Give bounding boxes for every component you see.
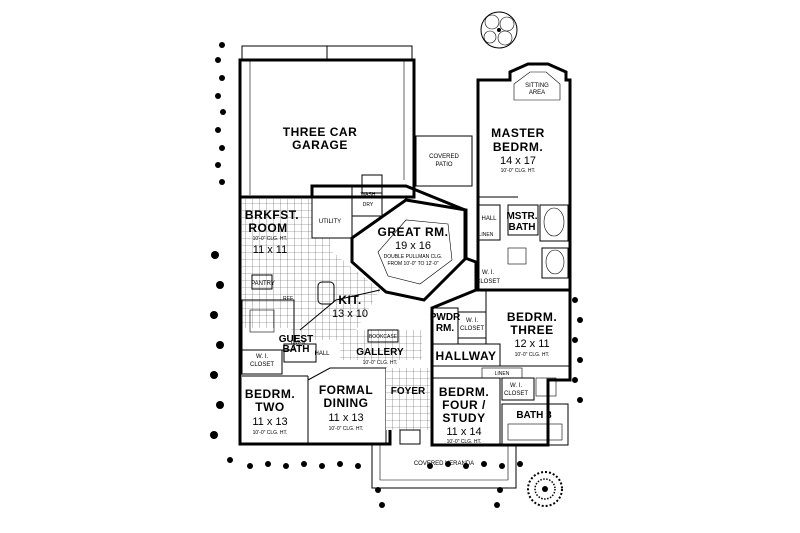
utility-label: UTILITY	[319, 219, 341, 225]
gallery: GALLERY 10'-0" CLG. HT. BOOKCASE	[340, 329, 422, 366]
great-room: GREAT RM. 19 x 16 DOUBLE PULLMAN CLG. FR…	[350, 198, 468, 302]
hall-left-label: HALL	[314, 351, 330, 357]
tree-icon	[480, 11, 518, 49]
oven-label: OVEN	[291, 340, 306, 346]
brkfst-ceiling: 10'-0" CLG. HT.	[253, 236, 288, 242]
kit-size: 13 x 10	[332, 308, 368, 320]
bedrm-two-ceiling: 10'-0" CLG. HT.	[253, 430, 288, 436]
bedrm-four-label-1: BEDRM.	[439, 385, 489, 399]
guest-wing: GUEST BATH HALL W. I. CLOSET	[241, 299, 330, 375]
wi-closet-mid-label-2: CLOSET	[460, 326, 484, 332]
sitting-label-1: SITTING	[525, 83, 549, 89]
bedrm-two-label-2: TWO	[255, 400, 285, 414]
formal-dining: FORMAL DINING 11 x 13 10'-0" CLG. HT.	[307, 367, 387, 445]
wi-closet-master-label-1: W. I.	[482, 270, 494, 276]
patio-label-2: PATIO	[435, 162, 452, 168]
mstr-bath-label-1: MSTR.	[506, 211, 537, 222]
garage-label-1: THREE CAR	[283, 125, 358, 139]
brkfst-label-2: ROOM	[248, 221, 287, 235]
kit-label: KIT.	[338, 293, 361, 307]
bookcase-label: BOOKCASE	[369, 334, 398, 340]
master-ceiling: 10'-0" CLG. HT.	[501, 168, 536, 174]
bedrm-four-label-2: FOUR /	[442, 398, 486, 412]
patio-label-1: COVERED	[429, 154, 459, 160]
pwdr-label-1: PWDR	[430, 312, 461, 323]
bedrm-two-size: 11 x 13	[252, 416, 287, 428]
linen-hall-label: LINEN	[495, 371, 510, 377]
mstr-bath-label-2: BATH	[508, 222, 535, 233]
wash-label: WASH	[361, 192, 376, 198]
covered-patio: COVERED PATIO	[415, 135, 473, 187]
linen-master-label: LINEN	[479, 232, 494, 238]
bath-three-wing: W. I. CLOSET BATH 3	[501, 377, 569, 446]
sitting-label-2: AREA	[529, 90, 545, 96]
bedrm-four-ceiling: 10'-0" CLG. HT.	[447, 439, 482, 445]
bath3-label: BATH 3	[516, 410, 552, 421]
wi-closet-left-label-2: CLOSET	[250, 362, 274, 368]
bedrm-three-size: 12 x 11	[514, 338, 549, 350]
gallery-label: GALLERY	[356, 347, 404, 358]
ref-label: REF	[283, 296, 293, 302]
foyer-label: FOYER	[391, 386, 426, 397]
bedrm-three-label-2: THREE	[510, 323, 553, 337]
wi-closet-left-label-1: W. I.	[256, 354, 268, 360]
gallery-ceiling: 10'-0" CLG. HT.	[363, 360, 398, 366]
pantry-label: PANTRY	[251, 281, 275, 287]
bedrm-three-label-1: BEDRM.	[507, 310, 557, 324]
great-note-1: DOUBLE PULLMAN CLG.	[384, 254, 443, 260]
brkfst-label-1: BRKFST.	[245, 208, 299, 222]
bedrm-four-label-3: STUDY	[442, 411, 485, 425]
veranda-label: COVERED VERANDA	[414, 461, 474, 467]
dining-label-1: FORMAL	[319, 383, 373, 397]
bedrm-three-ceiling: 10'-0" CLG. HT.	[515, 352, 550, 358]
wi-closet-right-label-2: CLOSET	[504, 391, 528, 397]
great-label: GREAT RM.	[378, 225, 449, 239]
covered-veranda: COVERED VERANDA	[371, 429, 517, 489]
guest-bath-label-1: GUEST	[279, 334, 313, 345]
hall-master-label: HALL	[481, 216, 497, 222]
center-hall: PWDR RM. W. I. CLOSET HALLWAY LINEN	[430, 307, 523, 379]
foyer: FOYER	[386, 368, 430, 430]
wi-closet-master-label-2: CLOSET	[476, 279, 500, 285]
wi-closet-right-label-1: W. I.	[510, 383, 522, 389]
bedroom-four-study: BEDRM. FOUR / STUDY 11 x 14 10'-0" CLG. …	[432, 377, 501, 445]
hallway-label: HALLWAY	[435, 349, 496, 363]
dryer-label: DRY	[363, 202, 374, 208]
bedrm-two-label-1: BEDRM.	[245, 387, 295, 401]
garage-label-2: GARAGE	[292, 138, 348, 152]
pwdr-label-2: RM.	[436, 323, 455, 334]
bedrm-four-size: 11 x 14	[446, 426, 481, 438]
master-label-1: MASTER	[491, 126, 545, 140]
kitchen-breakfast: BRKFST. ROOM 10'-0" CLG. HT. 11 x 11 UTI…	[242, 185, 383, 346]
bedroom-three: BEDRM. THREE 12 x 11 10'-0" CLG. HT.	[485, 290, 570, 367]
brkfst-size: 11 x 11	[253, 244, 287, 256]
hedge-icon	[210, 42, 583, 508]
dining-label-2: DINING	[324, 396, 369, 410]
master-suite: SITTING AREA MASTER BEDRM. 14 x 17 10'-0…	[476, 62, 572, 292]
shrub-icon	[527, 471, 563, 507]
dining-ceiling: 10'-0" CLG. HT.	[329, 426, 364, 432]
dining-size: 11 x 13	[328, 412, 363, 424]
master-size: 14 x 17	[500, 155, 536, 167]
bedroom-two: BEDRM. TWO 11 x 13 10'-0" CLG. HT.	[242, 375, 309, 444]
wi-closet-mid-label-1: W. I.	[466, 318, 478, 324]
garage: THREE CAR GARAGE	[238, 45, 416, 199]
master-label-2: BEDRM.	[493, 140, 543, 154]
great-note-2: FROM 10'-0" TO 12'-0"	[387, 261, 438, 267]
guest-bath-label-2: BATH	[282, 344, 309, 355]
great-size: 19 x 16	[395, 240, 431, 252]
